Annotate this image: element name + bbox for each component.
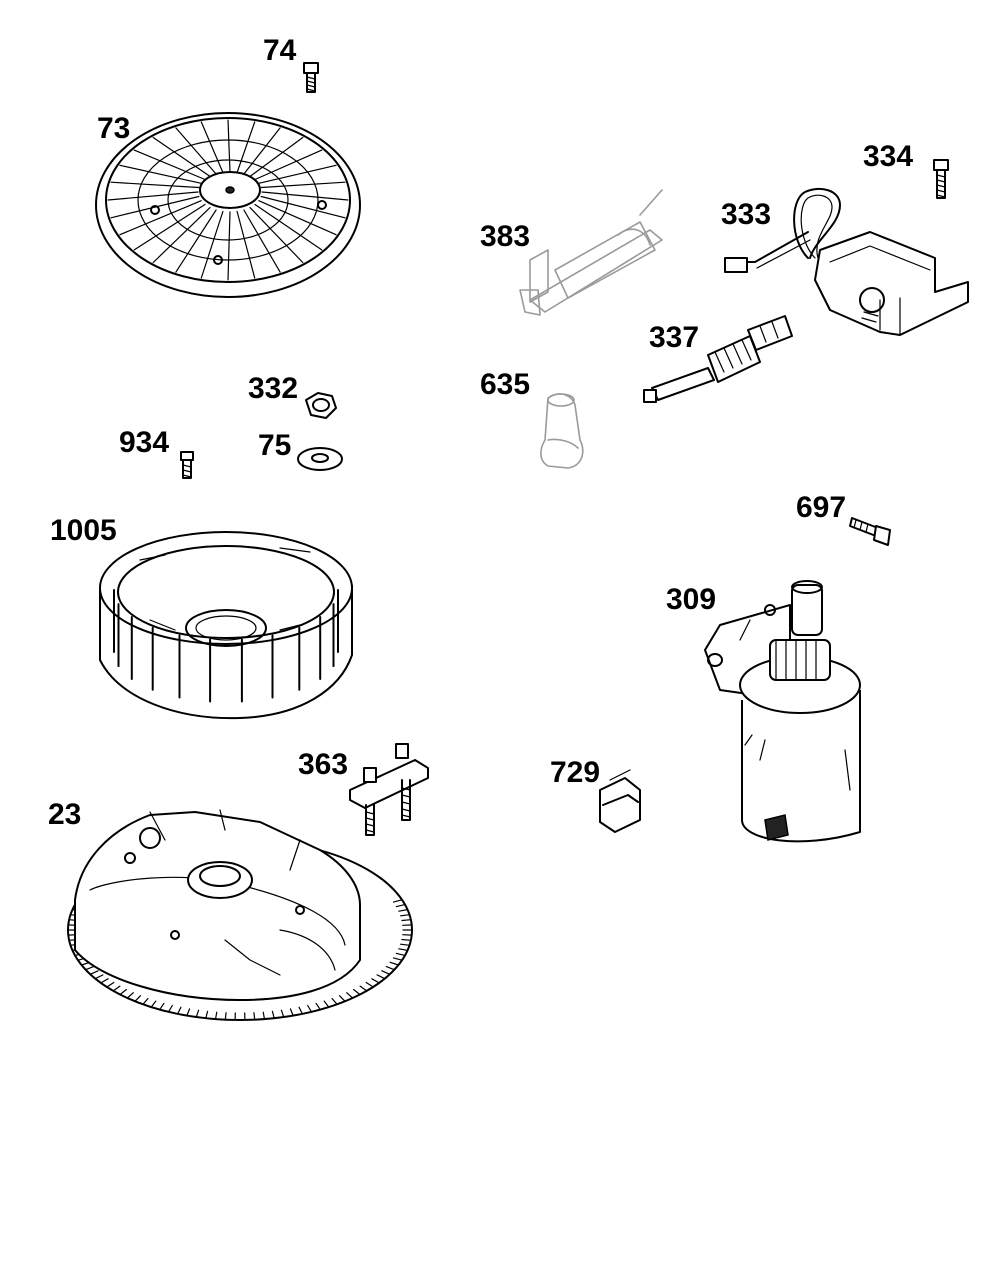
callout-309: 309 (666, 583, 717, 616)
callout-332: 332 (248, 372, 299, 405)
part-1005-fan-wheel (99, 531, 353, 720)
callout-383: 383 (480, 220, 531, 253)
callout-334: 334 (863, 140, 914, 173)
part-23-flywheel (67, 809, 413, 1021)
part-73-fan-screen (95, 112, 361, 298)
part-75-washer (297, 447, 343, 471)
part-635-ignition-boot (540, 393, 584, 469)
callout-635: 635 (480, 368, 531, 401)
callout-729: 729 (550, 756, 601, 789)
part-363-bracket (349, 743, 429, 836)
callout-333: 333 (721, 198, 772, 231)
callout-75: 75 (258, 429, 292, 462)
part-332-nut (305, 392, 337, 419)
part-383-air-vane (519, 189, 663, 316)
callout-23: 23 (48, 798, 82, 831)
part-697-screw (849, 517, 891, 546)
callout-697: 697 (796, 491, 847, 524)
callout-363: 363 (298, 748, 349, 781)
part-337-spark-plug (643, 315, 793, 403)
part-309-starter-motor (704, 580, 861, 843)
callout-934: 934 (119, 426, 170, 459)
part-934-screw (180, 451, 194, 479)
part-333-ignition-coil (724, 187, 969, 336)
part-74-screw (303, 62, 319, 93)
callout-337: 337 (649, 321, 700, 354)
part-334-screw (933, 159, 949, 199)
callout-74: 74 (263, 34, 297, 67)
callout-1005: 1005 (50, 514, 117, 547)
part-729-clip (599, 769, 641, 833)
callout-73: 73 (97, 112, 131, 145)
